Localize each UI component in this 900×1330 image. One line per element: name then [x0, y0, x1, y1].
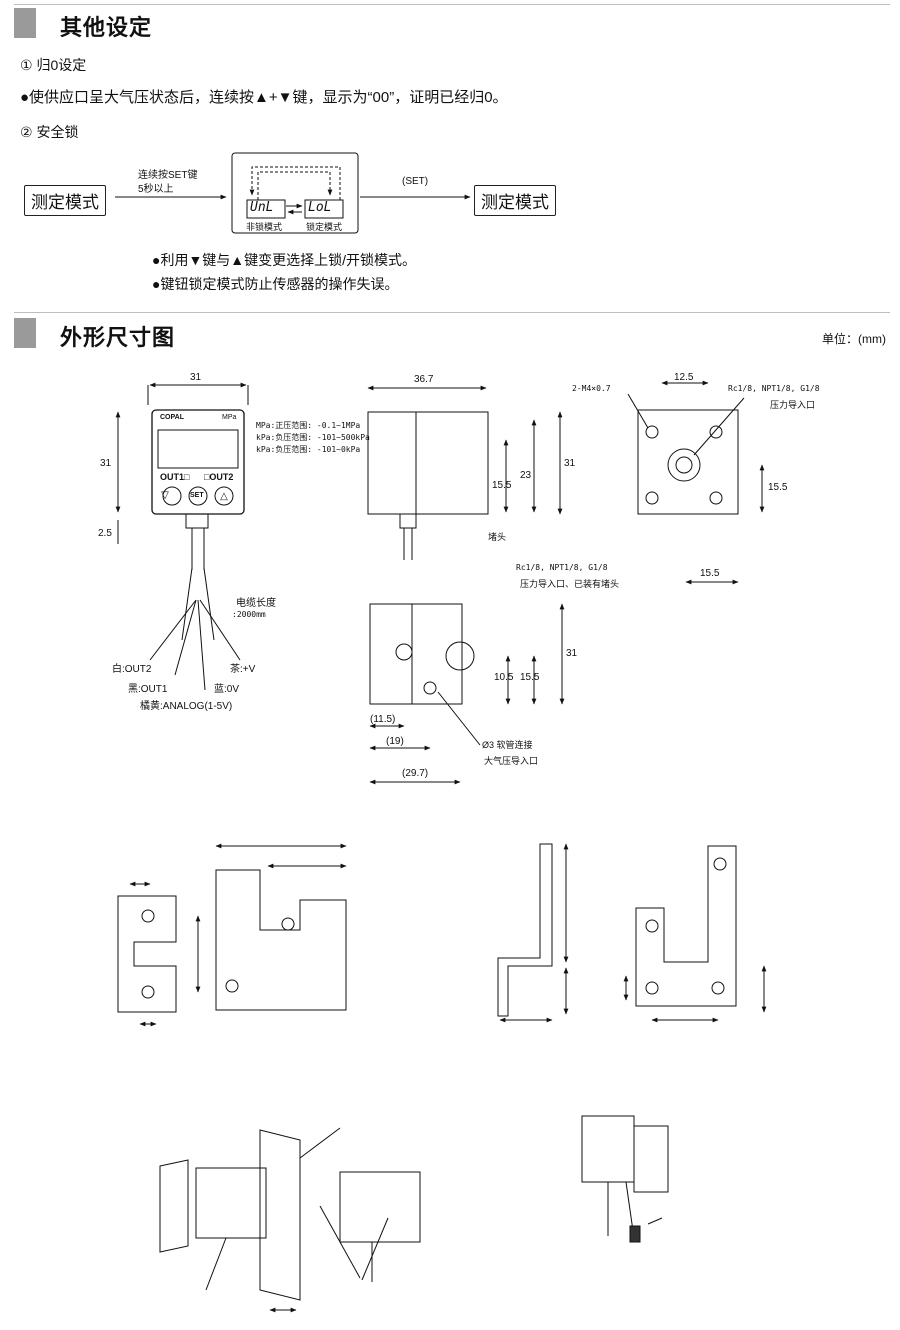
bottom-15-dim: 15.5: [520, 672, 540, 683]
side-15-dim: 15.5: [492, 480, 512, 491]
cable-length-1: 电缆长度: [236, 598, 276, 609]
lock-display-frame: [304, 199, 344, 219]
mode-box-right: 测定模式: [474, 185, 556, 216]
sensor-hose-body: [581, 1115, 635, 1183]
lock-display-box: [231, 152, 359, 234]
press-label-2: 5秒以上: [138, 184, 174, 195]
set-key-label: SET: [190, 492, 204, 499]
wire-orange: 橘黄:ANALOG(1-5V): [140, 701, 233, 712]
section-marker: [14, 318, 36, 348]
section-title-other: 其他设定: [60, 15, 153, 40]
rear-body: [637, 409, 739, 515]
down-key-icon: [162, 486, 182, 506]
front-cover: [159, 1159, 189, 1253]
out1-label: OUT1□: [160, 472, 190, 482]
wire-white: 白:OUT2: [112, 664, 152, 675]
side-width-dim: 36.7: [414, 374, 434, 385]
bottom-10-dim: 10.5: [494, 672, 514, 683]
out2-label: □OUT2: [204, 472, 234, 482]
side-31-dim: 31: [564, 458, 576, 469]
press-label-1: 连续按SET键: [138, 170, 198, 181]
mid-rule: [14, 312, 890, 313]
f3-bracket-front: [635, 845, 737, 1007]
wire-blue: 蓝:0V: [214, 684, 240, 695]
f3-bracket-side: [497, 843, 553, 1017]
bottom-31-dim: 31: [566, 648, 578, 659]
bottom-29-dim: (29.7): [402, 768, 429, 779]
front-bottom-dim: 2.5: [98, 528, 112, 539]
mount-hole-icon: [709, 491, 723, 505]
mounting-panel: [259, 1129, 301, 1301]
unit-label: 单位：(mm): [822, 332, 886, 346]
rear-port-1: Rc1/8, NPT1/8, G1/8: [728, 384, 820, 393]
cable-length-2: :2000mm: [232, 610, 266, 619]
zero-text: ●使供应口呈大气压状态后，连续按▲+▼键，显示为“00”，证明已经归0。: [20, 89, 508, 106]
hose-label-2: 大气压导入口: [484, 756, 539, 766]
lock-heading: ② 安全锁: [20, 124, 79, 140]
sensor-display-window: [157, 429, 239, 469]
plug-label: 堵头: [488, 532, 507, 542]
thread-label: 2-M4×0.7: [572, 384, 611, 393]
hose-port-icon: [395, 643, 413, 661]
panel-adapter-pa1: [195, 1167, 267, 1239]
unlock-display: UnL: [250, 200, 274, 215]
mode-box-left: 测定模式: [24, 185, 106, 216]
rear-right-dim: 15.5: [768, 482, 788, 493]
svg-text:▽: ▽: [161, 490, 169, 501]
zero-heading: ① 归0设定: [20, 57, 87, 73]
mount-hole-icon: [645, 425, 659, 439]
unlock-caption: 非锁模式: [246, 222, 283, 232]
atmosphere-hose-icon: [629, 1225, 641, 1243]
bottom-body: [369, 603, 463, 705]
svg-text:△: △: [220, 491, 228, 502]
rear-top-dim: 12.5: [674, 372, 694, 383]
lock-note-1: ●利用▼键与▲键变更选择上锁/开锁模式。: [152, 252, 417, 268]
side-23-dim: 23: [520, 470, 532, 481]
side-body-left: [367, 411, 417, 515]
hose-label-1: Ø3 软管连接: [482, 740, 533, 750]
set-key-icon: [188, 486, 208, 506]
front-unit-label: MPa: [222, 414, 237, 421]
up-key-icon: [214, 486, 234, 506]
range-1: MPa:正压范围: -0.1~1MPa: [256, 421, 361, 430]
range-2: kPa:负压范围: -101~500kPa: [256, 433, 370, 442]
lock-note-2: ●键钮锁定模式防止传感器的操作失误。: [152, 276, 399, 292]
plugged-port-icon: [445, 641, 475, 671]
section-title-dimensions: 外形尺寸图: [60, 325, 176, 350]
brand-logo-text: COPAL: [160, 414, 184, 421]
range-3: kPa:负压范围: -101~0kPa: [256, 445, 361, 454]
rear-bottom-dim: 15.5: [700, 568, 720, 579]
l3-bracket-side: [215, 869, 347, 1011]
rear-port-2: 压力导入口: [770, 400, 816, 410]
bottom-port-1: Rc1/8, NPT1/8, G1/8: [516, 563, 608, 572]
lock-caption: 锁定模式: [306, 222, 343, 232]
pressure-port-icon: [667, 448, 701, 482]
lock-to-unlock-arrow: [249, 166, 341, 200]
mount-hole-icon: [709, 425, 723, 439]
lock-display: LoL: [308, 200, 332, 215]
l3-bracket-front: [117, 895, 177, 1013]
front-width-dim: 31: [190, 372, 202, 383]
section-marker: [14, 8, 36, 38]
bottom-port-2: 压力导入口、已装有堵头: [520, 579, 620, 589]
sensor-rear-body: [339, 1171, 421, 1243]
mount-hole-icon: [645, 491, 659, 505]
wire-brown: 茶:+V: [230, 664, 256, 675]
bottom-11-dim: (11.5): [370, 714, 396, 725]
front-height-dim: 31: [100, 458, 112, 469]
unlock-display-frame: [246, 199, 286, 219]
bottom-19-dim: (19): [386, 736, 404, 747]
set-label: (SET): [402, 176, 429, 187]
unlock-to-lock-arrow: [257, 171, 333, 200]
side-body-right: [415, 411, 489, 515]
top-rule: [14, 4, 890, 5]
wire-black: 黑:OUT1: [128, 684, 168, 695]
